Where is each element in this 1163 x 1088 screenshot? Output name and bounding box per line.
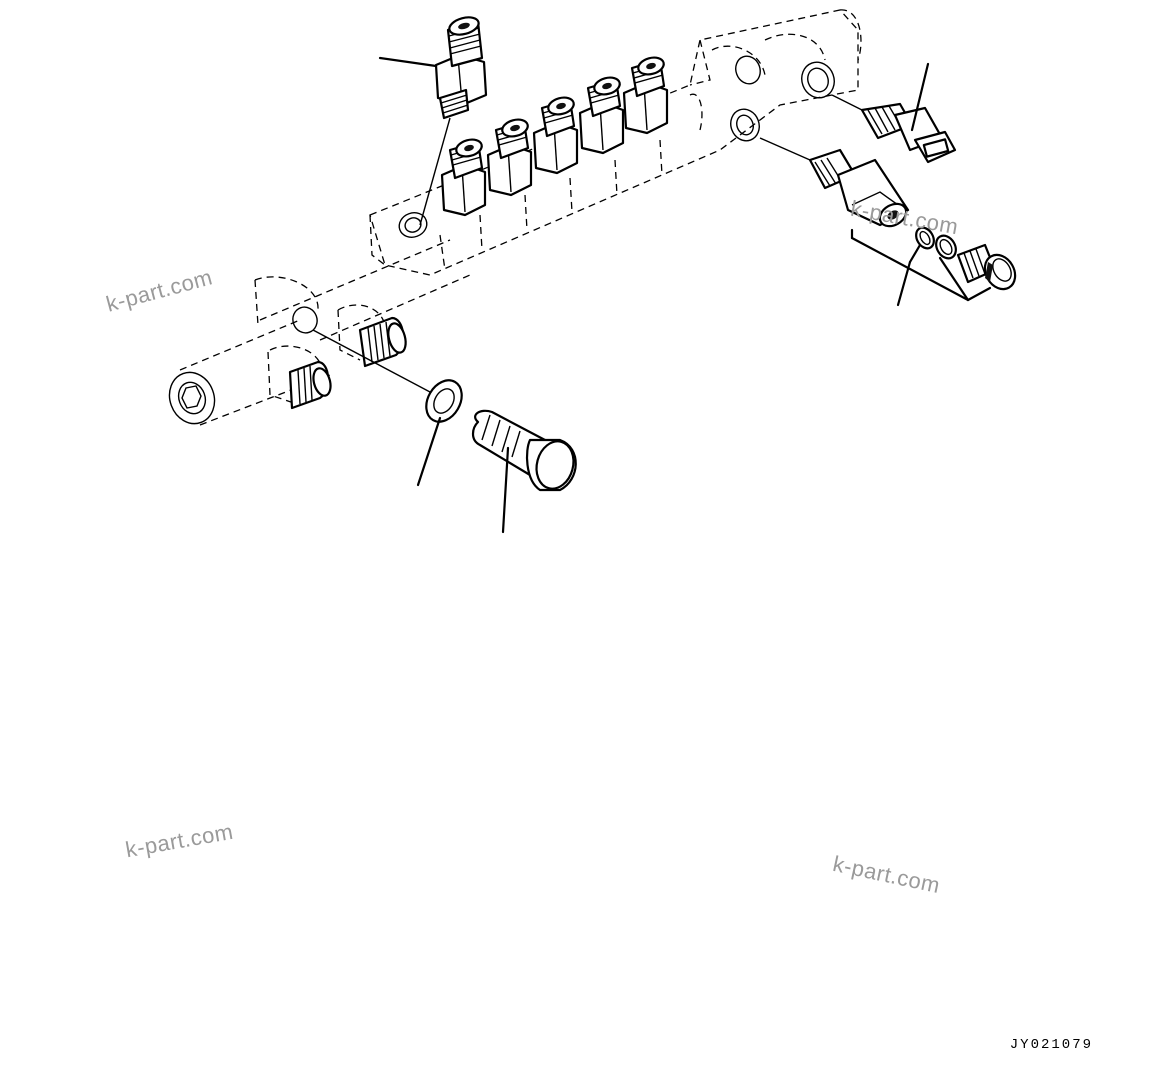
hex-fitting <box>486 118 533 197</box>
fitting-row <box>440 56 669 217</box>
hollow-bolt <box>471 409 577 492</box>
leader-lines <box>378 56 992 534</box>
manifold-block-phantom <box>168 9 862 426</box>
drawing-code: JY021079 <box>1009 1037 1093 1053</box>
plug-bolt <box>956 243 1017 291</box>
adapter-fitting <box>419 16 488 226</box>
hex-fitting <box>622 56 669 135</box>
hex-fitting <box>578 76 625 155</box>
manifold-thread-stub <box>288 360 332 410</box>
o-ring <box>915 226 935 250</box>
pressure-switch <box>831 94 957 164</box>
relief-valve <box>759 137 910 228</box>
washer <box>312 329 463 423</box>
o-ring <box>935 234 957 260</box>
hex-fitting <box>440 138 487 217</box>
hex-fitting <box>532 96 579 175</box>
manifold-thread-stub <box>358 316 407 368</box>
